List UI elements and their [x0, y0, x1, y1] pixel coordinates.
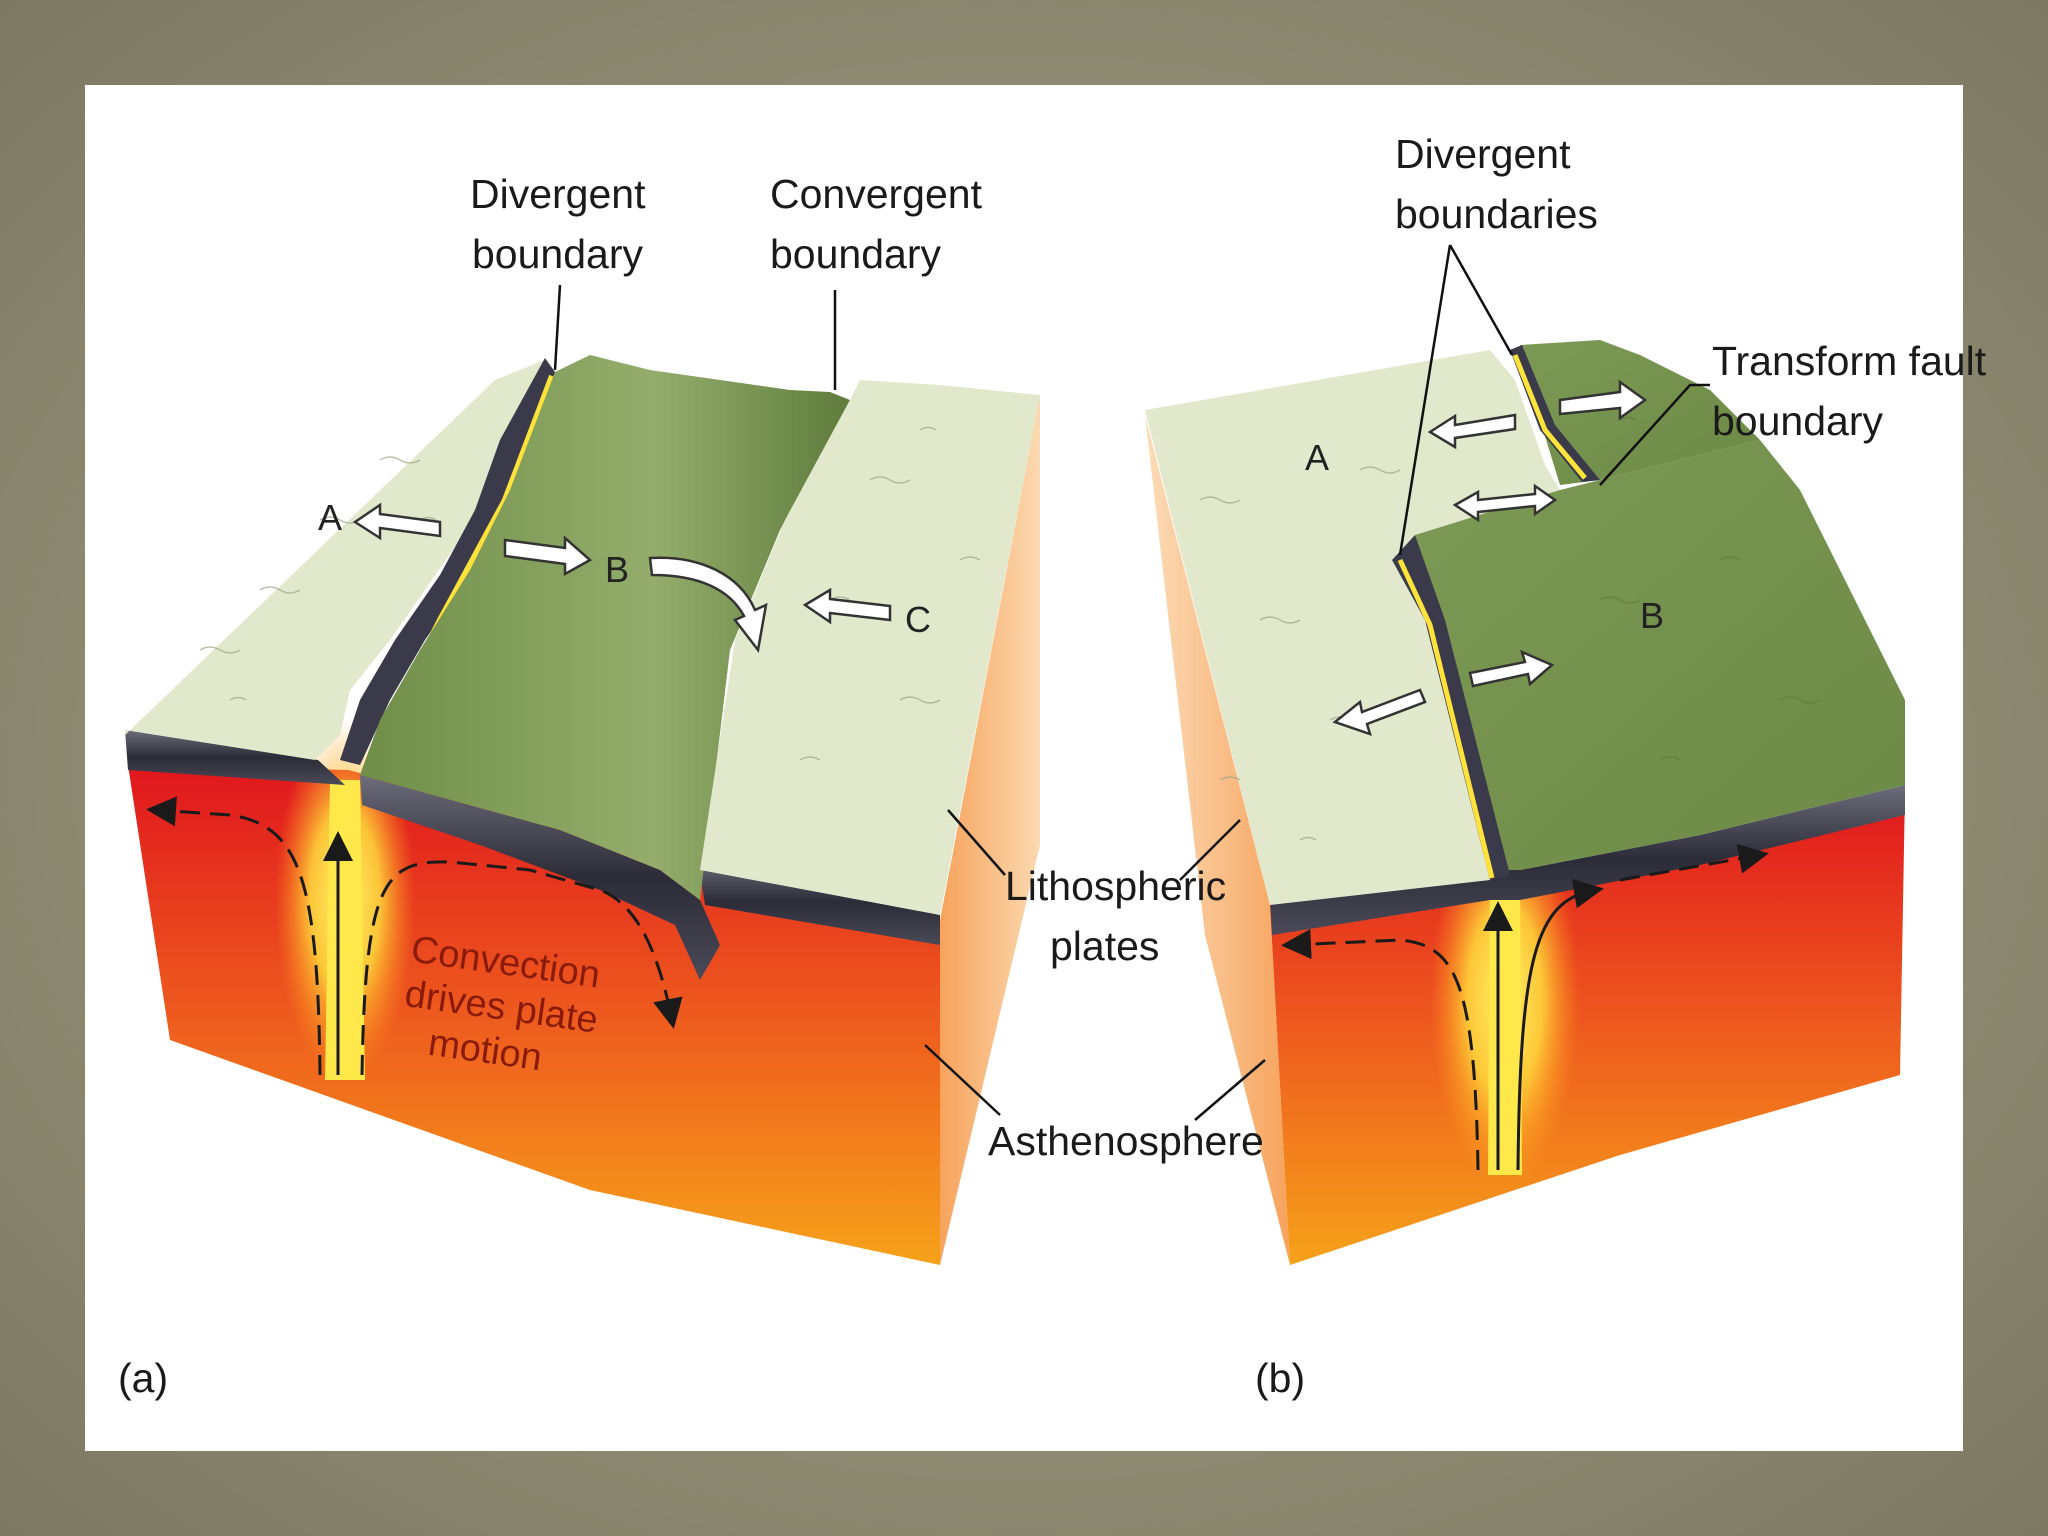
divergent-boundaries-label-line2: boundaries — [1395, 191, 1598, 237]
magma-conduit-a — [325, 780, 365, 1080]
divergent-boundary-label-line1: Divergent — [470, 171, 646, 217]
divergent-boundary-label-line2: boundary — [472, 231, 643, 277]
lithosphere-plate-b — [360, 775, 720, 980]
plate-b-letter-b: B — [1640, 595, 1664, 636]
block-a-side — [940, 395, 1040, 1265]
asthenosphere-leader-left — [924, 1044, 1001, 1116]
asthenosphere-leader-right — [1194, 1059, 1266, 1121]
double-arrow-icon — [1332, 688, 1427, 736]
plate-c-letter: C — [905, 599, 931, 640]
lithospheric-plates-label-line2: plates — [1050, 923, 1159, 969]
lithosphere-plate-a — [125, 730, 345, 785]
plate-b-a-surface — [1145, 350, 1560, 905]
convergent-boundary-label-line1: Convergent — [770, 171, 983, 217]
plate-a-surface — [125, 360, 545, 760]
surface-texture-a — [199, 426, 981, 761]
double-arrow-icon — [1468, 649, 1555, 688]
transform-fault-label-line2: boundary — [1712, 398, 1883, 444]
plate-b-letter: B — [605, 549, 629, 590]
double-arrow-icon — [1427, 413, 1517, 450]
divergent-leader-line-2 — [1448, 244, 1514, 356]
plate-b-surface — [360, 355, 850, 900]
convection-arrow-icon — [360, 860, 683, 1076]
convection-arrow-icon — [1281, 929, 1480, 1171]
figure-b: A B Divergent boundaries Transform fault… — [1145, 131, 1987, 1401]
double-arrow-icon — [503, 535, 593, 577]
ridge-magma-line-b-upper — [1512, 354, 1587, 480]
divergent-leader-line — [553, 284, 562, 371]
magma-conduit-b — [1488, 880, 1522, 1175]
shared-labels: Lithospheric plates Asthenosphere — [924, 809, 1266, 1164]
transform-fault-label-line1: Transform fault — [1712, 338, 1987, 384]
ridge-magma-line-b — [1397, 558, 1495, 879]
curved-arrow-icon — [648, 556, 768, 654]
plate-a-letter-b: A — [1305, 437, 1329, 478]
surface-texture-b-green — [1599, 416, 1821, 761]
plate-b-b-upper — [1520, 340, 1760, 485]
double-arrow-icon — [802, 587, 892, 625]
asthenosphere-label: Asthenosphere — [988, 1118, 1264, 1164]
lithospheric-leader-right — [1179, 819, 1241, 881]
panel-label-a: (a) — [118, 1355, 168, 1401]
upper-ridge-wall — [1510, 345, 1600, 482]
block-b-side — [1145, 415, 1290, 1265]
plate-c-surface — [700, 380, 1040, 915]
figure-a: A B C Convection drives plate motion Div… — [118, 171, 1040, 1401]
lithospheric-leader-left — [947, 809, 1006, 876]
panel-label-b: (b) — [1255, 1355, 1305, 1401]
convection-arrow-icon — [1619, 843, 1769, 882]
lithosphere-plates-b — [1270, 785, 1905, 935]
divergent-boundaries-label-line1: Divergent — [1395, 131, 1571, 177]
convergent-boundary-label-line2: boundary — [770, 231, 941, 277]
transform-leader-line — [1599, 383, 1710, 486]
plate-a-letter: A — [318, 497, 342, 538]
convection-arrow-icon — [1516, 878, 1604, 1171]
double-arrow-icon — [352, 502, 442, 541]
lithosphere-plate-c — [698, 860, 940, 945]
convection-arrow-icon — [146, 796, 322, 1076]
ridge-wall — [340, 358, 555, 765]
divergent-leader-line-1 — [1398, 244, 1452, 556]
lithospheric-plates-label-line1: Lithospheric — [1005, 863, 1226, 909]
double-arrow-icon — [1452, 483, 1558, 523]
double-arrow-icon — [1558, 379, 1648, 421]
plate-b-b-lower — [1415, 440, 1905, 870]
